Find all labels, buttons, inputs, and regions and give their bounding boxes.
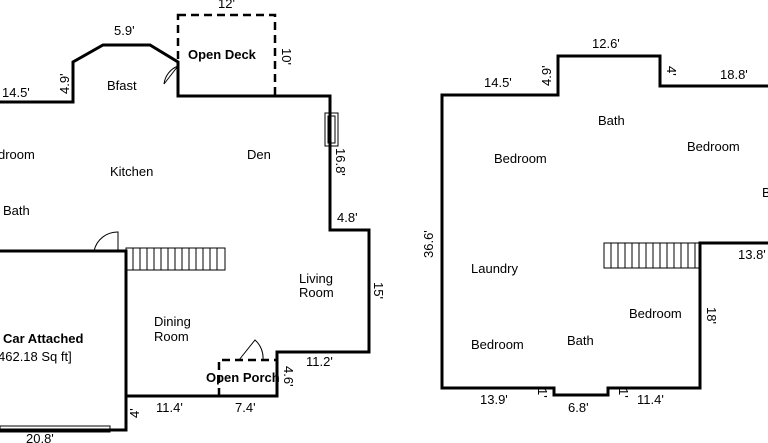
stairs-right xyxy=(603,242,701,269)
room-dining: Dining xyxy=(154,314,191,329)
dim-bay-left: 4.9' xyxy=(57,73,72,94)
dim-bottom-a: 11.4' xyxy=(156,400,183,415)
dim-garage-bottom: 20.8' xyxy=(26,431,54,443)
open-deck-outline xyxy=(176,13,277,98)
room-bedroom-mid: Bedroom xyxy=(629,306,682,321)
room-kitchen: Kitchen xyxy=(110,164,153,179)
dim-porch-right: 4.6' xyxy=(281,366,296,387)
dim-bottom-tick2: 1' xyxy=(616,388,631,398)
dim-deck-right: 10' xyxy=(279,48,294,65)
room-bath-top: Bath xyxy=(598,113,625,128)
left-floor: Open Deck Bfast droom Kitchen Den Bath L… xyxy=(0,0,386,443)
door-swing-porch xyxy=(238,339,264,361)
dim-living-right: 15' xyxy=(371,282,386,299)
dim-notch-right: 4' xyxy=(664,66,679,76)
garage-door xyxy=(0,425,111,433)
door-swing-deck xyxy=(163,65,179,85)
room-bedroom-bottom: Bedroom xyxy=(471,337,524,352)
dim-bottom-mid: 6.8' xyxy=(568,400,589,415)
room-bedroom-partial: droom xyxy=(0,147,35,162)
room-den: Den xyxy=(247,147,271,162)
dim-left-side: 36.6' xyxy=(421,230,436,258)
room-bfast: Bfast xyxy=(107,78,137,93)
room-bath: Bath xyxy=(3,203,30,218)
dim-bottom-left: 4' xyxy=(127,408,142,418)
dim-right-step: 13.8' xyxy=(738,247,766,262)
dim-top-left: 14.5' xyxy=(484,75,512,90)
open-porch-outline xyxy=(217,358,279,396)
right-floor-outline xyxy=(440,54,768,397)
dim-right-lower: 18' xyxy=(704,307,719,324)
fireplace-inner xyxy=(327,115,336,144)
stairs-left xyxy=(125,247,226,271)
dim-step: 4.8' xyxy=(337,210,358,225)
room-open-deck: Open Deck xyxy=(188,47,257,62)
dim-bottom-left: 13.9' xyxy=(480,392,508,407)
dim-deck-top: 12' xyxy=(218,0,235,11)
door-swing-garage xyxy=(93,231,119,252)
room-bedroom-right: Bedroom xyxy=(687,139,740,154)
dim-bottom-right: 11.4' xyxy=(637,392,664,407)
room-bath-bottom: Bath xyxy=(567,333,594,348)
garage-outline xyxy=(0,251,128,432)
room-garage: Car Attached xyxy=(3,331,83,346)
dim-bay-top: 5.9' xyxy=(114,23,135,38)
dim-left-top: 14.5' xyxy=(2,85,30,100)
dim-bottom-tick1: 1' xyxy=(535,388,550,398)
fireplace xyxy=(324,112,339,147)
room-living-room: Room xyxy=(299,285,334,300)
room-bedroom-left: Bedroom xyxy=(494,151,547,166)
room-laundry: Laundry xyxy=(471,261,518,276)
left-floor-outline xyxy=(0,43,371,398)
room-living: Living xyxy=(299,271,333,286)
room-bedroom-edge: B xyxy=(762,185,768,200)
dim-porch-bottom: 7.4' xyxy=(235,400,256,415)
dim-right-upper: 16.8' xyxy=(333,148,348,176)
dim-top-mid: 12.6' xyxy=(592,36,620,51)
dim-top-right: 18.8' xyxy=(720,67,748,82)
room-dining-room: Room xyxy=(154,329,189,344)
dim-porch-top: 11.2' xyxy=(306,354,333,369)
dim-notch-left: 4.9' xyxy=(539,65,554,86)
room-open-porch: Open Porch xyxy=(206,370,280,385)
room-garage-area: 462.18 Sq ft] xyxy=(0,349,72,364)
right-floor: Bath Bedroom Bedroom B Laundry Bedroom B… xyxy=(421,36,768,415)
